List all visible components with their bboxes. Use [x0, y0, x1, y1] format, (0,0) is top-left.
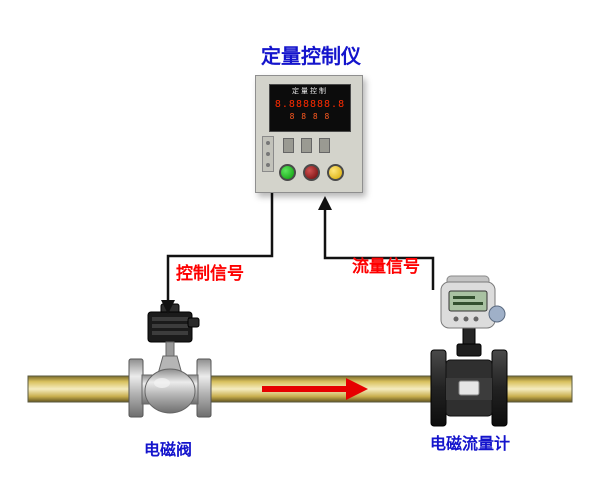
- terminal-strip: [262, 136, 274, 172]
- switch-block: [319, 138, 330, 153]
- flowmeter-neck-flange: [456, 343, 482, 357]
- red-button: [303, 164, 320, 181]
- solenoid-valve: [128, 303, 212, 418]
- flowmeter-key: [463, 316, 469, 322]
- flowmeter-side-dome: [488, 305, 506, 323]
- valve-coil-rib: [152, 324, 188, 328]
- flowmeter-lcd-screen: [448, 290, 488, 312]
- flowmeter-label: 电磁流量计: [429, 434, 510, 453]
- green-button: [279, 164, 296, 181]
- valve-stem: [165, 341, 175, 358]
- terminal-dot: [266, 163, 270, 168]
- control-signal-line: [161, 191, 274, 314]
- valve-highlight: [154, 378, 170, 388]
- flowmeter-flange-left: [430, 349, 447, 427]
- control-signal-label: 控制信号: [176, 264, 244, 284]
- diagram-title: 定量控制仪: [261, 44, 361, 68]
- valve-body: [144, 368, 196, 414]
- switch-block: [301, 138, 312, 153]
- valve-label: 电磁阀: [143, 440, 192, 459]
- flow-signal-line: [318, 196, 435, 290]
- arrowhead-up-icon: [318, 196, 332, 210]
- flowmeter-key: [453, 316, 459, 322]
- flowmeter: [430, 275, 508, 427]
- panel-label: 定量控制: [292, 87, 328, 95]
- flowmeter-flange-right: [491, 349, 508, 427]
- flowmeter-lcd-line: [453, 296, 475, 299]
- flowmeter-nameplate: [458, 380, 480, 396]
- controller-box: 定量控制 8.888888.8 8 8 8 8: [255, 75, 363, 193]
- flow-signal-label: 流量信号: [352, 257, 420, 277]
- valve-flange-right: [196, 358, 212, 418]
- terminal-dot: [266, 140, 270, 145]
- controller-display-panel: 定量控制 8.888888.8 8 8 8 8: [269, 84, 351, 132]
- valve-cable-gland: [187, 317, 200, 328]
- valve-coil-rib: [152, 317, 188, 321]
- valve-flange-left: [128, 358, 144, 418]
- yellow-button: [327, 164, 344, 181]
- flowmeter-lcd-line: [453, 302, 483, 305]
- valve-coil-rib: [152, 331, 188, 335]
- flowmeter-key: [473, 316, 479, 322]
- display-line1: 8.888888.8: [274, 99, 346, 110]
- switch-row: [283, 138, 330, 153]
- flow-direction-arrow-icon: [262, 378, 368, 400]
- display-line2: 8 8 8 8: [289, 112, 331, 121]
- terminal-dot: [266, 151, 270, 156]
- arrowhead-down-icon: [161, 300, 175, 314]
- switch-block: [283, 138, 294, 153]
